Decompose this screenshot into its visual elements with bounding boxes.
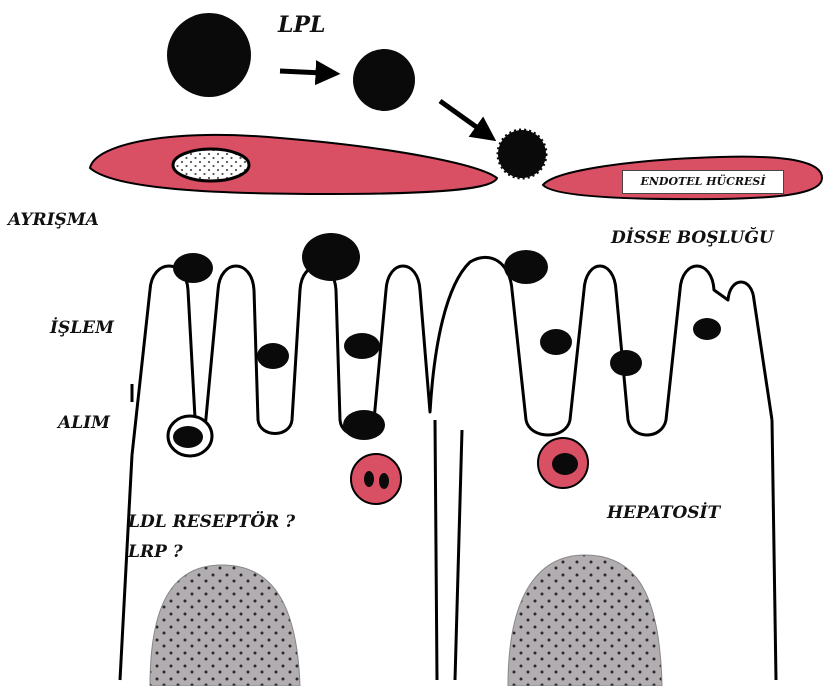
particle-in-vesicle — [173, 426, 203, 448]
lpl-label: LPL — [278, 12, 325, 38]
lysosome-granule — [364, 471, 374, 487]
remnant-particle — [344, 333, 380, 359]
lysosome-granule — [379, 473, 389, 489]
lysosome-left — [351, 454, 401, 504]
hepatocyte-border-right-cell-left-edge — [435, 420, 437, 680]
chylomicron-particle-large — [167, 13, 251, 97]
remnant-particle — [343, 410, 385, 440]
hepatocyte-border-right-cell-inner — [455, 430, 462, 680]
lrp-label: LRP ? — [128, 542, 183, 562]
endothelial-cell-left — [90, 135, 497, 194]
remnant-particle — [540, 329, 572, 355]
arrow-1 — [280, 71, 323, 73]
hepatocyte-nucleus-right — [508, 555, 662, 686]
ayrisma-label: AYRIŞMA — [8, 210, 99, 230]
remnant-particle-fuzzy — [498, 130, 546, 178]
ldl-receptor-label: LDL RESEPTÖR ? — [128, 512, 295, 532]
hepatocyte-border-left — [120, 455, 132, 680]
hepatocyte-label: HEPATOSİT — [607, 503, 720, 523]
hepatocyte-nucleus-left — [150, 565, 300, 686]
islem-label: İŞLEM — [50, 318, 114, 338]
remnant-particle — [173, 253, 213, 283]
endothelial-cell-label: ENDOTEL HÜCRESİ — [622, 170, 784, 194]
remnant-particle — [693, 318, 721, 340]
alim-label: ALIM — [58, 413, 110, 433]
hepatocyte-border-right — [772, 420, 776, 680]
remnant-particle — [257, 343, 289, 369]
endothelial-nucleus — [173, 149, 249, 181]
hepatocyte-membrane — [132, 257, 772, 455]
arrow-2 — [440, 101, 482, 131]
disse-space-label: DİSSE BOŞLUĞU — [611, 228, 774, 248]
chylomicron-particle-medium — [353, 49, 415, 111]
remnant-particle — [610, 350, 642, 376]
remnant-particle — [302, 233, 360, 281]
lysosome-core — [552, 453, 578, 475]
remnant-particle — [504, 250, 548, 284]
